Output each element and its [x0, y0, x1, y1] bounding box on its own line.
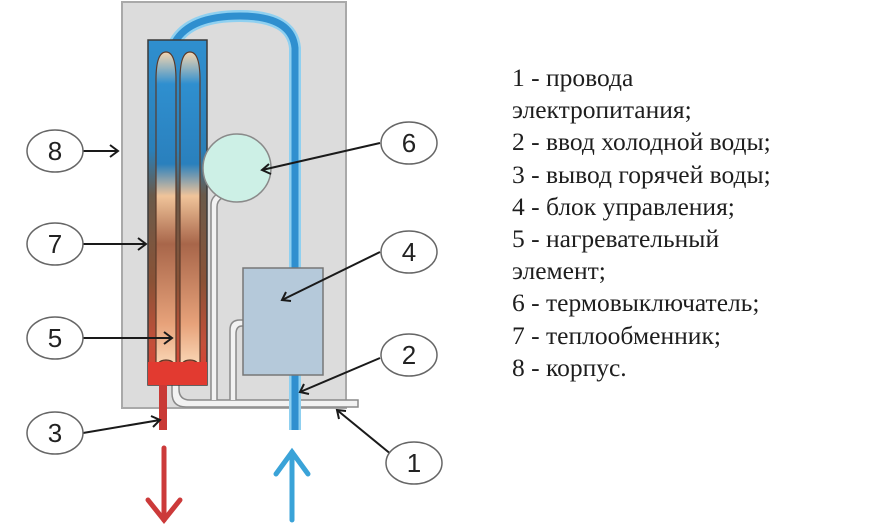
callout-5-label: 5 — [48, 323, 62, 353]
callout-1-label: 1 — [407, 448, 421, 478]
legend-line-4: 3 - вывод горячей воды; — [512, 159, 771, 189]
hot-zone — [148, 362, 207, 385]
callout-4-label: 4 — [402, 237, 416, 267]
thermo-switch — [202, 133, 272, 203]
callout-7-label: 7 — [48, 229, 62, 259]
callout-6-label: 6 — [402, 128, 416, 158]
control-unit — [242, 267, 324, 376]
cold-water-in-arrow — [273, 447, 311, 523]
legend-line-10: 8 - корпус. — [512, 352, 627, 382]
callout-8-label: 8 — [48, 136, 62, 166]
legend-line-8: 6 - термовыключатель; — [512, 288, 760, 318]
callout-3: 3 — [26, 411, 84, 455]
callout-3-label: 3 — [48, 418, 62, 448]
callout-5: 5 — [26, 316, 84, 360]
heating-element-left — [155, 51, 177, 373]
callout-2-label: 2 — [402, 340, 416, 370]
callout-6: 6 — [380, 121, 438, 165]
legend-line-1: 1 - провода — [512, 63, 634, 92]
legend-line-3: 2 - ввод холодной воды; — [512, 127, 771, 157]
legend-line-5: 4 - блок управления; — [512, 191, 735, 221]
callout-7: 7 — [26, 222, 84, 266]
legend-line-7: элемент; — [512, 256, 606, 286]
hot-water-out-arrow — [145, 445, 183, 525]
legend-line-9: 7 - теплообменник; — [512, 320, 721, 350]
callout-8: 8 — [26, 129, 84, 173]
leader-lines — [82, 142, 393, 456]
hot-water-pipe — [159, 385, 167, 430]
heating-element-right — [179, 51, 201, 373]
callout-4: 4 — [380, 230, 438, 274]
legend-line-6: 5 - нагревательный — [512, 224, 720, 254]
power-wires — [171, 355, 359, 408]
callout-2: 2 — [380, 333, 438, 377]
cold-water-pipe-core — [171, 12, 299, 430]
callout-1: 1 — [385, 441, 443, 485]
legend-line-2: электропитания; — [512, 95, 692, 125]
legend: 1 - провода электропитания; 2 - ввод хол… — [512, 62, 867, 384]
